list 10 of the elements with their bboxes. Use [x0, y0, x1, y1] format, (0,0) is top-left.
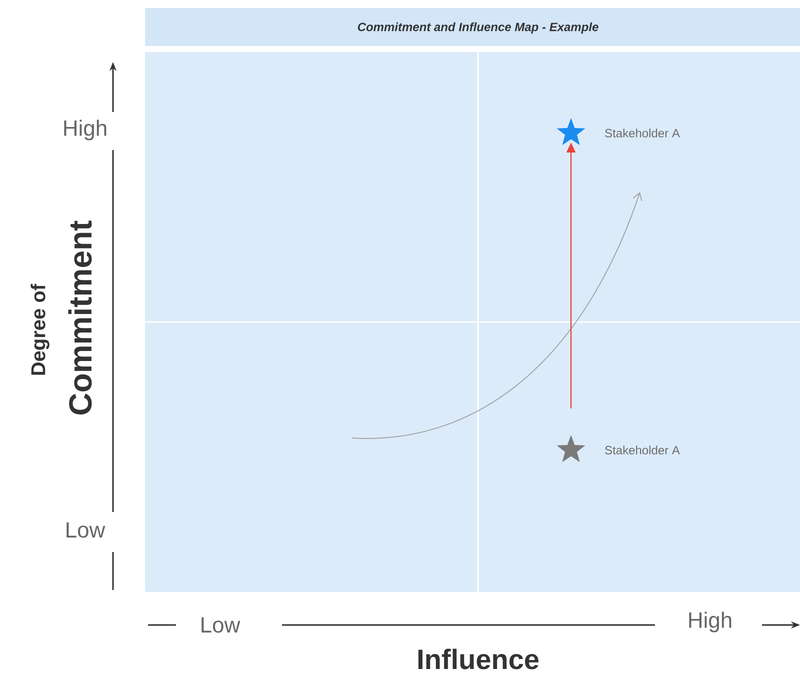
axis-title: Degree of — [30, 284, 50, 375]
axis-tick-label: High — [689, 612, 732, 632]
axis-tick-label: Low — [202, 617, 240, 633]
axis-title: Influence — [418, 648, 539, 670]
axis-title: Commitment — [68, 220, 92, 414]
axis-tick-label: Low — [66, 522, 106, 538]
title-band: Commitment and Influence Map - Example — [145, 8, 800, 46]
axis-tick-label: High — [64, 120, 106, 140]
stakeholder-label: Stakeholder A — [605, 446, 680, 454]
stakeholder-label: Stakeholder A — [605, 128, 680, 138]
